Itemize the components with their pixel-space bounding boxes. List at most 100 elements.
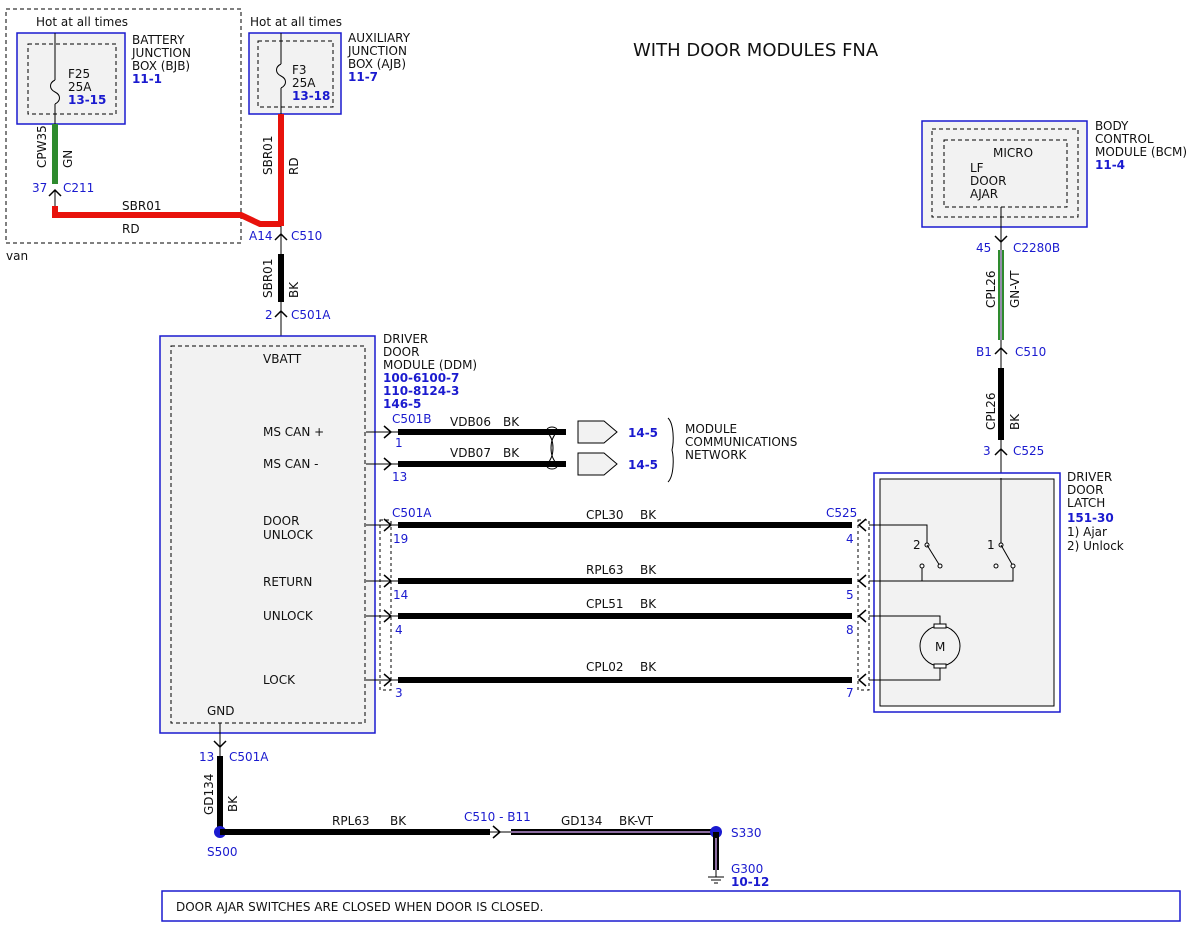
can-wire-2-color: BK bbox=[503, 446, 520, 460]
gnd-pin: 13 bbox=[199, 750, 214, 764]
latch-right-connector: C525 bbox=[826, 506, 857, 520]
c525-top-connector: C525 bbox=[1013, 444, 1044, 458]
latch-inner-box bbox=[879, 478, 1055, 707]
gnd-h-circuit: RPL63 bbox=[332, 814, 370, 828]
ajb-fuse-icon bbox=[276, 63, 286, 89]
c510-right-connector: C510 bbox=[1015, 345, 1046, 359]
return-color: BK bbox=[640, 563, 657, 577]
latch-name-1: DRIVER bbox=[1067, 470, 1112, 484]
ajb-hot-label: Hot at all times bbox=[250, 15, 342, 29]
bcm-inner-dashed bbox=[943, 139, 1068, 208]
c211-pin: 37 bbox=[32, 181, 47, 195]
bcm-name-3: MODULE (BCM) bbox=[1095, 145, 1187, 159]
twisted-pair-bottom bbox=[546, 462, 558, 470]
unlock-right-pin: 8 bbox=[846, 623, 854, 637]
bjb-box bbox=[16, 32, 126, 125]
can-wire-1-color: BK bbox=[503, 415, 520, 429]
ddm-pin-return: RETURN bbox=[263, 575, 312, 589]
ddm-pin-mscan-minus: MS CAN - bbox=[263, 457, 319, 471]
ddm-pin-mscan-plus: MS CAN + bbox=[263, 425, 324, 439]
lock-left-pin: 3 bbox=[395, 686, 403, 700]
c510-b11-label: C510 - B11 bbox=[464, 810, 531, 824]
motor-wire-bottom bbox=[869, 668, 941, 681]
lock-circuit: CPL02 bbox=[586, 660, 624, 674]
ajb-name-3: BOX (AJB) bbox=[348, 57, 406, 71]
ajb-fuse-amp: 25A bbox=[292, 76, 316, 90]
ajb-wire-circuit: SBR01 bbox=[261, 136, 275, 175]
bjb-hot-label: Hot at all times bbox=[36, 15, 128, 29]
ddm-box bbox=[159, 335, 376, 734]
bcm-signal-3: AJAR bbox=[970, 187, 998, 201]
ajb-inner-box bbox=[257, 40, 334, 108]
unlock-connector-right-icon bbox=[857, 609, 867, 623]
ddm-pin-vbatt: VBATT bbox=[263, 352, 302, 366]
can-2-arrow-icon bbox=[577, 452, 618, 476]
bjb-wire-circuit: CPW35 bbox=[35, 125, 49, 168]
latch-ref: 151-30 bbox=[1067, 511, 1114, 525]
latch-left-connector: C501A bbox=[392, 506, 432, 520]
gnd-h2-circuit: GD134 bbox=[561, 814, 602, 828]
network-bracket bbox=[667, 417, 674, 483]
latch-feed-circuit: CPL26 bbox=[984, 392, 998, 430]
door-unlock-connector-right-icon bbox=[857, 518, 867, 532]
can-wire-1-connector-icon bbox=[383, 425, 393, 439]
ddm-pin-unlock: UNLOCK bbox=[263, 609, 314, 623]
return-right-pin: 5 bbox=[846, 588, 854, 602]
lock-right-pin: 7 bbox=[846, 686, 854, 700]
bjb-fuse-label: F25 bbox=[68, 67, 90, 81]
can-ref-2: 14-5 bbox=[628, 458, 658, 472]
ajb-name-2: JUNCTION bbox=[347, 44, 407, 58]
g300-label: G300 bbox=[731, 862, 763, 876]
c501a-latch-connector-frame bbox=[379, 519, 392, 691]
switch2-blade bbox=[926, 544, 941, 567]
bcm-outer-dashed bbox=[931, 128, 1079, 218]
ddm-ref-1: 100-6 bbox=[383, 371, 421, 385]
ddm-pin-gnd: GND bbox=[207, 704, 235, 718]
gnd-wire-circuit: GD134 bbox=[202, 774, 216, 815]
c2280b-pin: 45 bbox=[976, 241, 991, 255]
gnd-wire-color: BK bbox=[226, 795, 240, 812]
return-connector-icon bbox=[383, 574, 393, 588]
latch-feed-color: BK bbox=[1008, 413, 1022, 430]
bcm-signal-1: LF bbox=[970, 161, 984, 175]
c211-connector: C211 bbox=[63, 181, 94, 195]
ajb-ref: 11-7 bbox=[348, 70, 378, 84]
ddm-ref-3: 110-8 bbox=[383, 384, 421, 398]
ajb-box bbox=[248, 32, 342, 115]
van-region bbox=[5, 8, 242, 244]
switch2-contact-b bbox=[937, 563, 943, 569]
bjb-fuse-icon bbox=[50, 79, 60, 105]
lock-connector-icon bbox=[383, 673, 393, 687]
switch1-bottom-wire bbox=[869, 568, 1014, 582]
unlock-color: BK bbox=[640, 597, 657, 611]
bcm-box bbox=[921, 120, 1088, 228]
c2280b-connector: C2280B bbox=[1013, 241, 1060, 255]
ddm-pin-lock: LOCK bbox=[263, 673, 296, 687]
diagram-title: WITH DOOR MODULES FNA bbox=[633, 40, 879, 61]
can-pin-2: 13 bbox=[392, 470, 407, 484]
ajb-name-1: AUXILIARY bbox=[348, 31, 411, 45]
ddm-ref-5: 146-5 bbox=[383, 397, 421, 411]
ajb-fuse-ref: 13-18 bbox=[292, 89, 330, 103]
red-wire-horizontal bbox=[52, 206, 281, 227]
gnd-h2-color: BK-VT bbox=[619, 814, 654, 828]
bcm-wire-circuit: CPL26 bbox=[984, 270, 998, 308]
door-unlock-right-pin: 4 bbox=[846, 532, 854, 546]
twisted-pair-top bbox=[546, 426, 558, 434]
c2280b-connector-icon bbox=[994, 235, 1008, 244]
network-label-1: MODULE bbox=[685, 422, 737, 436]
bcm-signal-2: DOOR bbox=[970, 174, 1006, 188]
bcm-wire-color: GN-VT bbox=[1008, 270, 1022, 308]
bjb-name-2: JUNCTION bbox=[131, 46, 191, 60]
unlock-connector-icon bbox=[383, 609, 393, 623]
c510-top-connector: C510 bbox=[291, 229, 322, 243]
unlock-circuit: CPL51 bbox=[586, 597, 624, 611]
bcm-micro: MICRO bbox=[993, 146, 1033, 160]
latch-name-2: DOOR bbox=[1067, 483, 1103, 497]
bjb-wire-color: GN bbox=[61, 150, 75, 168]
gnd-h-color: BK bbox=[390, 814, 407, 828]
unlock-left-pin: 4 bbox=[395, 623, 403, 637]
door-unlock-connector-icon bbox=[383, 518, 393, 532]
return-connector-right-icon bbox=[857, 574, 867, 588]
switch1-contact-a bbox=[993, 563, 999, 569]
